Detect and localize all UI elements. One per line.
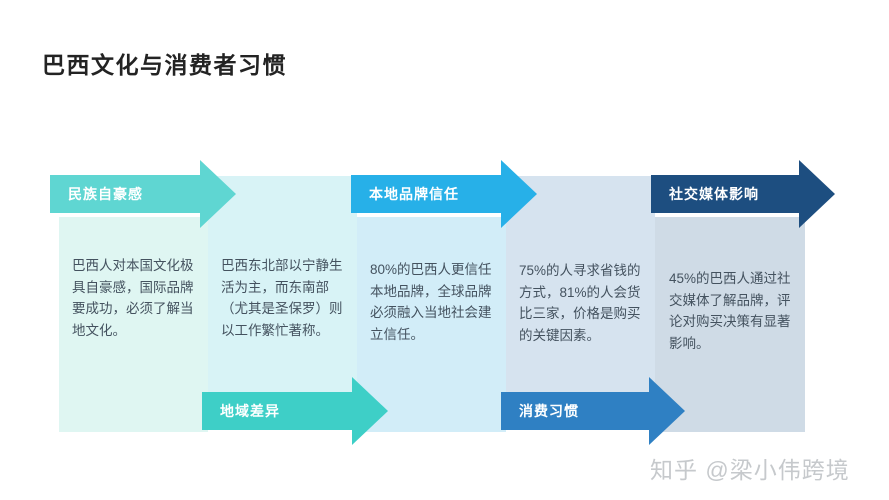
page-title: 巴西文化与消费者习惯 <box>42 52 287 78</box>
arrow-body <box>351 175 501 213</box>
watermark: 知乎 @梁小伟跨境 <box>650 451 850 485</box>
arrow-body <box>501 392 649 430</box>
arrow-label: 地域差异 <box>220 403 280 419</box>
arrow-label: 消费习惯 <box>519 403 579 419</box>
arrow-regional-differences: 地域差异 <box>202 377 388 445</box>
arrow-right-icon <box>501 160 537 228</box>
column-text-local-brand-trust: 80%的巴西人更信任 本地品牌，全球品牌 必须融入当地社会建 立信任。 <box>370 262 492 342</box>
arrow-right-icon <box>200 160 236 228</box>
arrow-right-icon <box>799 160 835 228</box>
arrow-label: 民族自豪感 <box>68 186 143 202</box>
arrow-body <box>202 392 352 430</box>
arrow-social-media-influence: 社交媒体影响 <box>651 160 835 228</box>
arrow-right-icon <box>352 377 388 445</box>
arrow-national-pride: 民族自豪感 <box>50 160 236 228</box>
column-text-consumption-habits: 75%的人寻求省钱的 方式，81%的人会货 比三家，价格是购买 的关键因素。 <box>519 263 641 343</box>
column-text-regional-differences: 巴西东北部以宁静生 活为主，而东南部 （尤其是圣保罗）则 以工作繁忙著称。 <box>221 258 343 338</box>
arrow-consumption-habits: 消费习惯 <box>501 377 685 445</box>
column-text-social-media-influence: 45%的巴西人通过社 交媒体了解品牌，评 论对购买决策有显著 影响。 <box>669 271 791 351</box>
arrow-right-icon <box>649 377 685 445</box>
watermark-text: 知乎 @梁小伟跨境 <box>650 457 850 483</box>
arrow-label: 社交媒体影响 <box>669 186 759 202</box>
arrow-body <box>50 175 200 213</box>
arrow-local-brand-trust: 本地品牌信任 <box>351 160 537 228</box>
arrow-label: 本地品牌信任 <box>369 186 459 202</box>
arrow-body <box>651 175 799 213</box>
column-national-pride: 巴西人对本国文化极 具自豪感，国际品牌 要成功，必须了解当 地文化。 <box>59 217 208 432</box>
column-text-national-pride: 巴西人对本国文化极 具自豪感，国际品牌 要成功，必须了解当 地文化。 <box>72 258 194 338</box>
